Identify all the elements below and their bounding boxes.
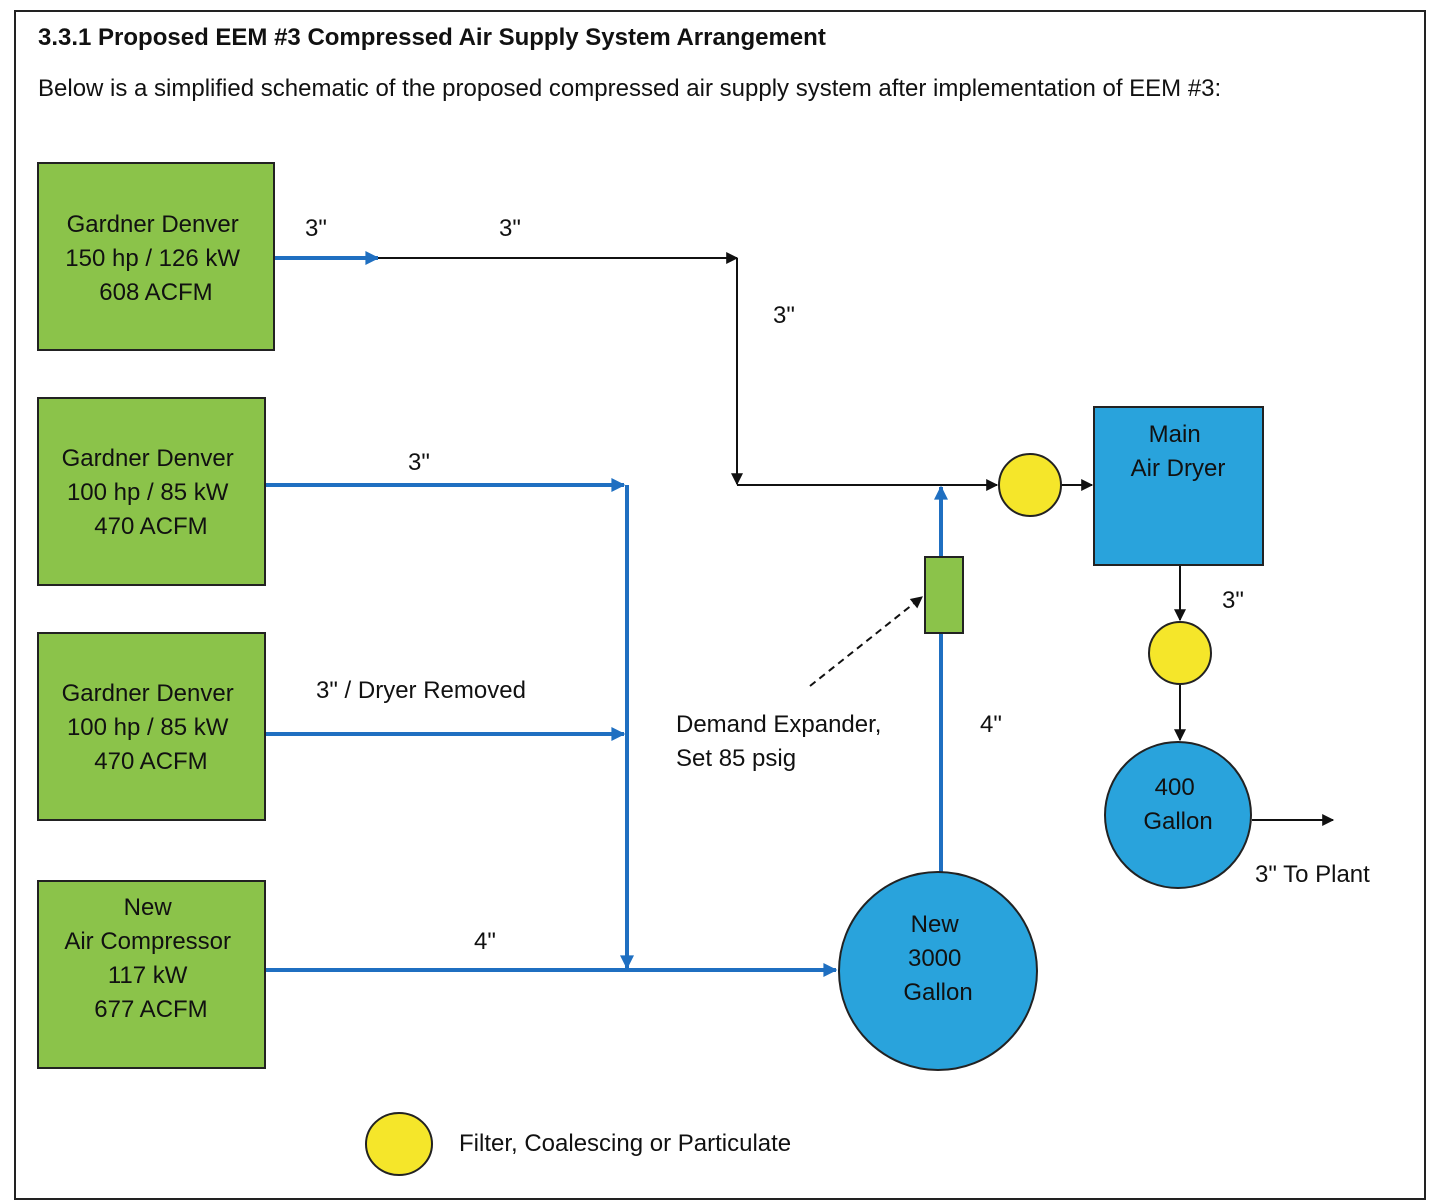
main-air-dryer-box	[1093, 406, 1264, 566]
compressor-2-box	[37, 397, 266, 586]
pipe-label-comp1-a: 3"	[305, 215, 327, 242]
new-tank-label: New 3000 Gallon	[903, 911, 972, 1006]
pipe-label-comp2: 3"	[408, 449, 430, 476]
filter-after-dryer	[1148, 621, 1212, 685]
pipe-label-vertical-drop: 3"	[773, 302, 795, 329]
compressor-4-box	[37, 880, 266, 1069]
demand-expander-label: Demand Expander, Set 85 psig	[676, 711, 888, 772]
pipe-label-comp3: 3" / Dryer Removed	[316, 677, 526, 704]
main-air-dryer: Main Air Dryer	[1093, 406, 1264, 566]
pipe-label-riser: 4"	[980, 711, 1002, 738]
small-tank-circle	[1104, 741, 1252, 889]
intro-paragraph: Below is a simplified schematic of the p…	[38, 75, 1222, 102]
new-3000-gallon-tank: New 3000 Gallon	[838, 871, 1038, 1071]
pipes	[265, 251, 1335, 977]
compressor-4-label: New Air Compressor 117 kW 677 ACFM	[64, 894, 237, 1023]
compressor-2-label: Gardner Denver 100 hp / 85 kW 470 ACFM	[62, 445, 241, 540]
compressor-1-box	[37, 162, 275, 351]
pipe-label-dryer-out: 3"	[1222, 587, 1244, 614]
pipe-label-comp1-b: 3"	[499, 215, 521, 242]
pipe-label-comp4: 4"	[474, 928, 496, 955]
compressor-2: Gardner Denver 100 hp / 85 kW 470 ACFM	[37, 397, 266, 586]
legend: Filter, Coalescing or Particulate	[365, 1112, 791, 1176]
filter-before-dryer	[998, 453, 1062, 517]
demand-expander	[924, 556, 964, 634]
legend-filter-label: Filter, Coalescing or Particulate	[459, 1130, 791, 1157]
new-tank-circle	[838, 871, 1038, 1071]
compressor-3: Gardner Denver 100 hp / 85 kW 470 ACFM	[37, 632, 266, 821]
pipe-label-to-plant: 3" To Plant	[1255, 861, 1370, 888]
400-gallon-tank: 400 Gallon	[1104, 741, 1252, 889]
small-tank-label: 400 Gallon	[1143, 774, 1212, 835]
compressor-3-label: Gardner Denver 100 hp / 85 kW 470 ACFM	[62, 680, 241, 775]
section-title: 3.3.1 Proposed EEM #3 Compressed Air Sup…	[38, 24, 826, 51]
compressor-3-box	[37, 632, 266, 821]
legend-filter-icon	[365, 1112, 433, 1176]
compressor-4: New Air Compressor 117 kW 677 ACFM	[37, 880, 266, 1069]
compressor-1-label: Gardner Denver 150 hp / 126 kW 608 ACFM	[65, 211, 246, 306]
demand-expander-pointer	[809, 596, 923, 687]
compressor-1: Gardner Denver 150 hp / 126 kW 608 ACFM	[37, 162, 275, 351]
main-air-dryer-label: Main Air Dryer	[1131, 421, 1226, 482]
